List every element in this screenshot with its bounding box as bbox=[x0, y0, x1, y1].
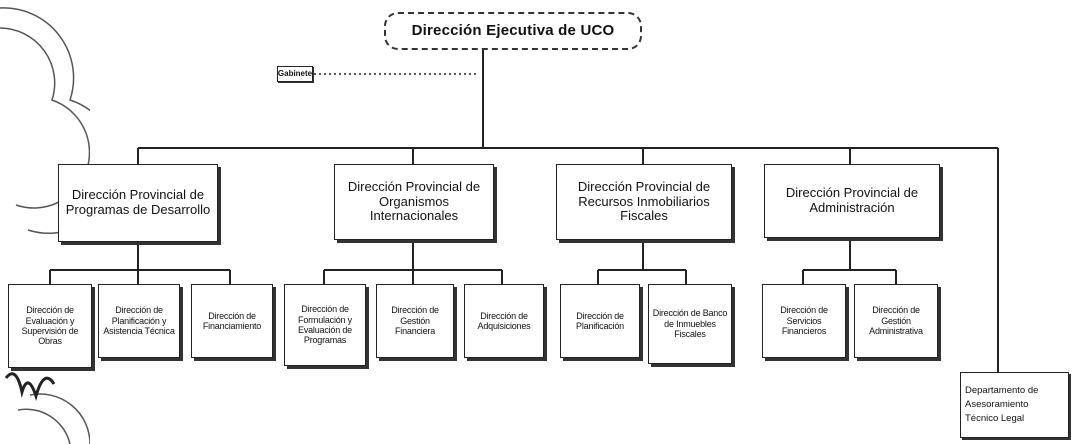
root-node-direccion-ejecutiva: Dirección Ejecutiva de UCO bbox=[384, 12, 642, 50]
node-dp-recursos-inmobiliarios: Dirección Provincial de Recursos Inmobil… bbox=[556, 164, 732, 240]
node-dp-administracion: Dirección Provincial de Administración bbox=[764, 164, 940, 238]
node-dir-formulacion-evaluacion: Dirección de Formulación y Evaluación de… bbox=[284, 284, 366, 366]
gabinete-node: Gabinete bbox=[277, 66, 313, 82]
node-dir-gestion-administrativa: Dirección de Gestión Administrativa bbox=[854, 284, 938, 358]
node-dir-financiamiento: Dirección de Financiamiento bbox=[191, 284, 273, 358]
node-dir-evaluacion-supervision-obras: Dirección de Evaluación y Supervisión de… bbox=[8, 284, 92, 368]
node-dir-servicios-financieros: Dirección de Servicios Financieros bbox=[762, 284, 846, 358]
node-dp-programas-desarrollo: Dirección Provincial de Programas de Des… bbox=[58, 164, 218, 242]
node-dir-gestion-financiera: Dirección de Gestión Financiera bbox=[376, 284, 454, 358]
node-dir-planificacion: Dirección de Planificación bbox=[560, 284, 640, 358]
node-dir-adquisiciones: Dirección de Adquisiciones bbox=[464, 284, 544, 358]
node-dir-planificacion-asistencia: Dirección de Planificación y Asistencia … bbox=[98, 284, 180, 358]
node-dp-organismos-internacionales: Dirección Provincial de Organismos Inter… bbox=[334, 164, 494, 240]
node-dir-banco-inmuebles: Dirección de Banco de Inmuebles Fiscales bbox=[648, 284, 732, 364]
node-dep-asesoramiento-tecnico-legal: Departamento de Asesoramiento Técnico Le… bbox=[960, 372, 1069, 438]
